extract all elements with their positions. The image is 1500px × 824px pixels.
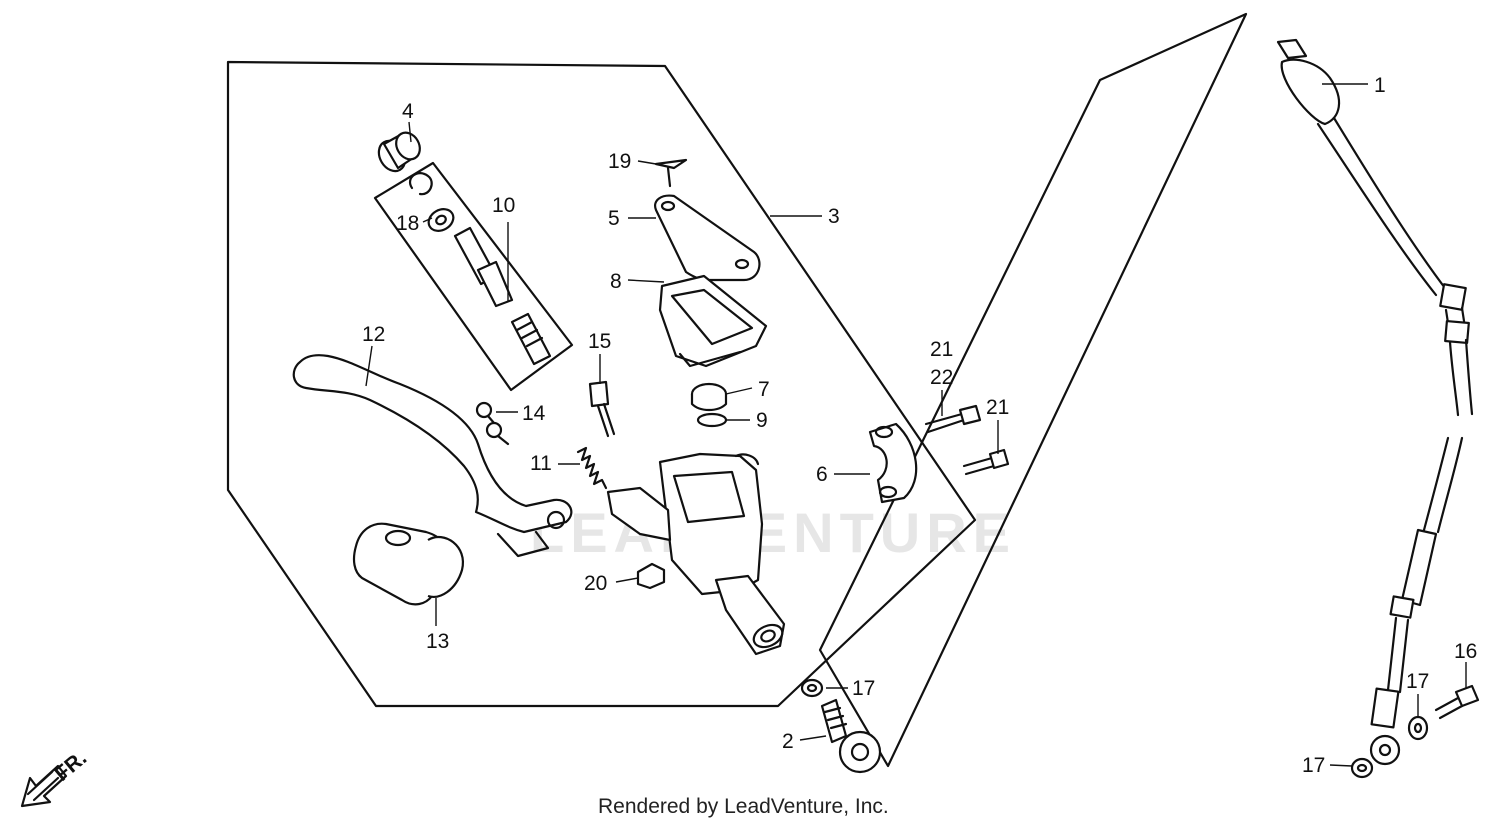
diaphragm-plate-part[interactable] xyxy=(690,382,728,412)
callout-16: 16 xyxy=(1454,640,1477,663)
callout-4: 4 xyxy=(402,100,414,123)
brake-hose-part[interactable] xyxy=(1276,38,1474,417)
callout-17-upper: 17 xyxy=(852,677,875,700)
callout-2: 2 xyxy=(782,730,794,753)
callout-6: 6 xyxy=(816,463,828,486)
callout-10: 10 xyxy=(492,194,515,217)
brake-hose-lower[interactable] xyxy=(1369,436,1464,766)
brake-lever-part[interactable] xyxy=(292,354,573,558)
callout-11: 11 xyxy=(530,452,552,475)
reservoir-screw-part[interactable] xyxy=(654,158,688,188)
callout-9: 9 xyxy=(756,409,768,432)
holder-bolt-lower-part[interactable] xyxy=(962,448,1010,476)
master-cylinder-body-part[interactable] xyxy=(606,452,786,656)
leader-lines xyxy=(365,83,1467,767)
reservoir-cap-part[interactable] xyxy=(654,194,761,282)
pivot-bolt-part[interactable] xyxy=(588,380,616,438)
callout-5: 5 xyxy=(608,207,620,230)
callout-3: 3 xyxy=(828,205,840,228)
callout-17-lower: 17 xyxy=(1302,754,1325,777)
sealing-washer-right-part[interactable] xyxy=(1407,715,1429,741)
hose-group-outline xyxy=(818,12,1248,768)
callout-8: 8 xyxy=(610,270,622,293)
callout-22: 22 xyxy=(930,366,953,389)
dust-boot-part[interactable] xyxy=(374,128,425,175)
front-direction-arrow-icon xyxy=(20,764,68,808)
piston-kit-part[interactable] xyxy=(453,226,552,366)
o-ring-part[interactable] xyxy=(696,412,728,428)
callout-20: 20 xyxy=(584,572,607,595)
sealing-washer-lower-part[interactable] xyxy=(1350,757,1374,779)
washer-part[interactable] xyxy=(425,205,458,235)
switch-spring-part[interactable] xyxy=(576,446,608,490)
diaphragm-part[interactable] xyxy=(658,274,768,368)
callout-17-right: 17 xyxy=(1406,670,1429,693)
callout-21-right: 21 xyxy=(986,396,1009,419)
master-cylinder-assembly-outline xyxy=(226,60,977,708)
callout-18: 18 xyxy=(396,212,419,235)
cap-nut-part[interactable] xyxy=(636,562,666,590)
holder-bolt-upper-part[interactable] xyxy=(924,404,982,434)
render-credit: Rendered by LeadVenture, Inc. xyxy=(598,795,889,818)
callout-15: 15 xyxy=(588,330,611,353)
callout-19: 19 xyxy=(608,150,631,173)
callout-21-top: 21 xyxy=(930,338,953,361)
sealing-washer-upper-part[interactable] xyxy=(800,678,824,698)
lever-holder-part[interactable] xyxy=(868,422,918,504)
brake-switch-part[interactable] xyxy=(352,522,465,606)
oil-bolt-part[interactable] xyxy=(1434,684,1480,720)
banjo-fitting-part[interactable] xyxy=(820,698,882,774)
callout-14: 14 xyxy=(522,402,546,425)
callout-13: 13 xyxy=(426,630,449,653)
callout-7: 7 xyxy=(758,378,770,401)
circlip-part[interactable] xyxy=(409,172,433,196)
switch-screw-part[interactable] xyxy=(475,401,510,446)
callout-1: 1 xyxy=(1374,74,1386,97)
callout-12: 12 xyxy=(362,323,385,346)
watermark-text: LEADVENTURE xyxy=(530,501,1016,564)
